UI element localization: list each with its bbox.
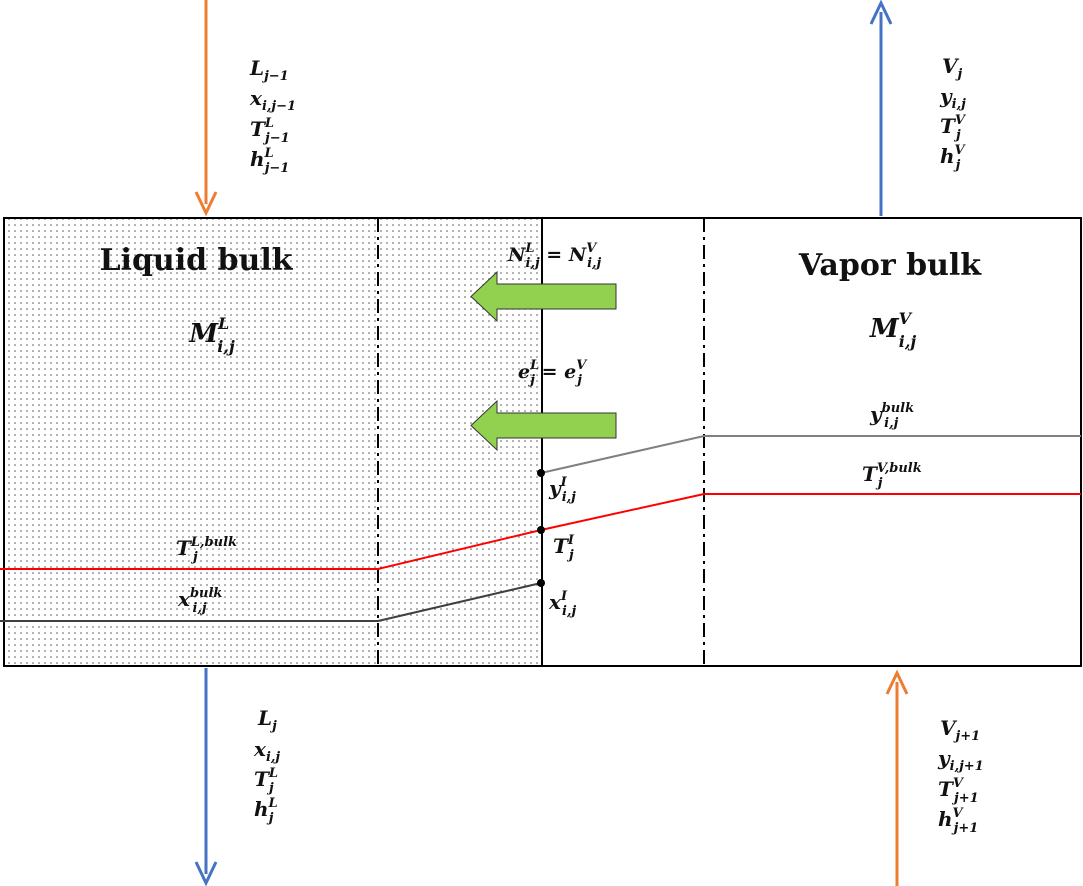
stream-variable: Lj−1 xyxy=(249,56,289,84)
stream-variable: Vj xyxy=(942,54,963,82)
vapor-composition-profile xyxy=(540,435,1081,474)
vapor-inlet-arrow xyxy=(885,669,909,886)
vapor-bulk-title: Vapor bulk xyxy=(798,248,982,283)
stream-variable: xi,j−1 xyxy=(249,86,296,114)
liquid-bulk-title: Liquid bulk xyxy=(99,243,293,278)
liquid-inlet-arrow xyxy=(194,0,218,217)
liquid-outlet-arrow xyxy=(194,668,218,886)
temperature-profile-vapor xyxy=(540,493,1081,531)
interface-point-x xyxy=(537,579,545,587)
stream-variable: yi,j+1 xyxy=(937,746,984,774)
stream-variable: xi,j xyxy=(253,737,280,765)
temperature-profile-liquid xyxy=(0,529,542,570)
vapor-outlet-arrow xyxy=(869,0,893,216)
interface-point-T xyxy=(537,526,545,534)
energy-flux-arrow xyxy=(470,399,617,452)
interface-point-y xyxy=(537,469,545,477)
stream-variable: yi,j xyxy=(939,84,966,112)
liquid-region-fill xyxy=(4,218,542,666)
liquid-composition-profile xyxy=(0,582,542,622)
stream-variable: Vj+1 xyxy=(940,716,980,744)
stream-variable: Lj xyxy=(257,706,277,734)
molar-flux-arrow xyxy=(470,270,617,323)
